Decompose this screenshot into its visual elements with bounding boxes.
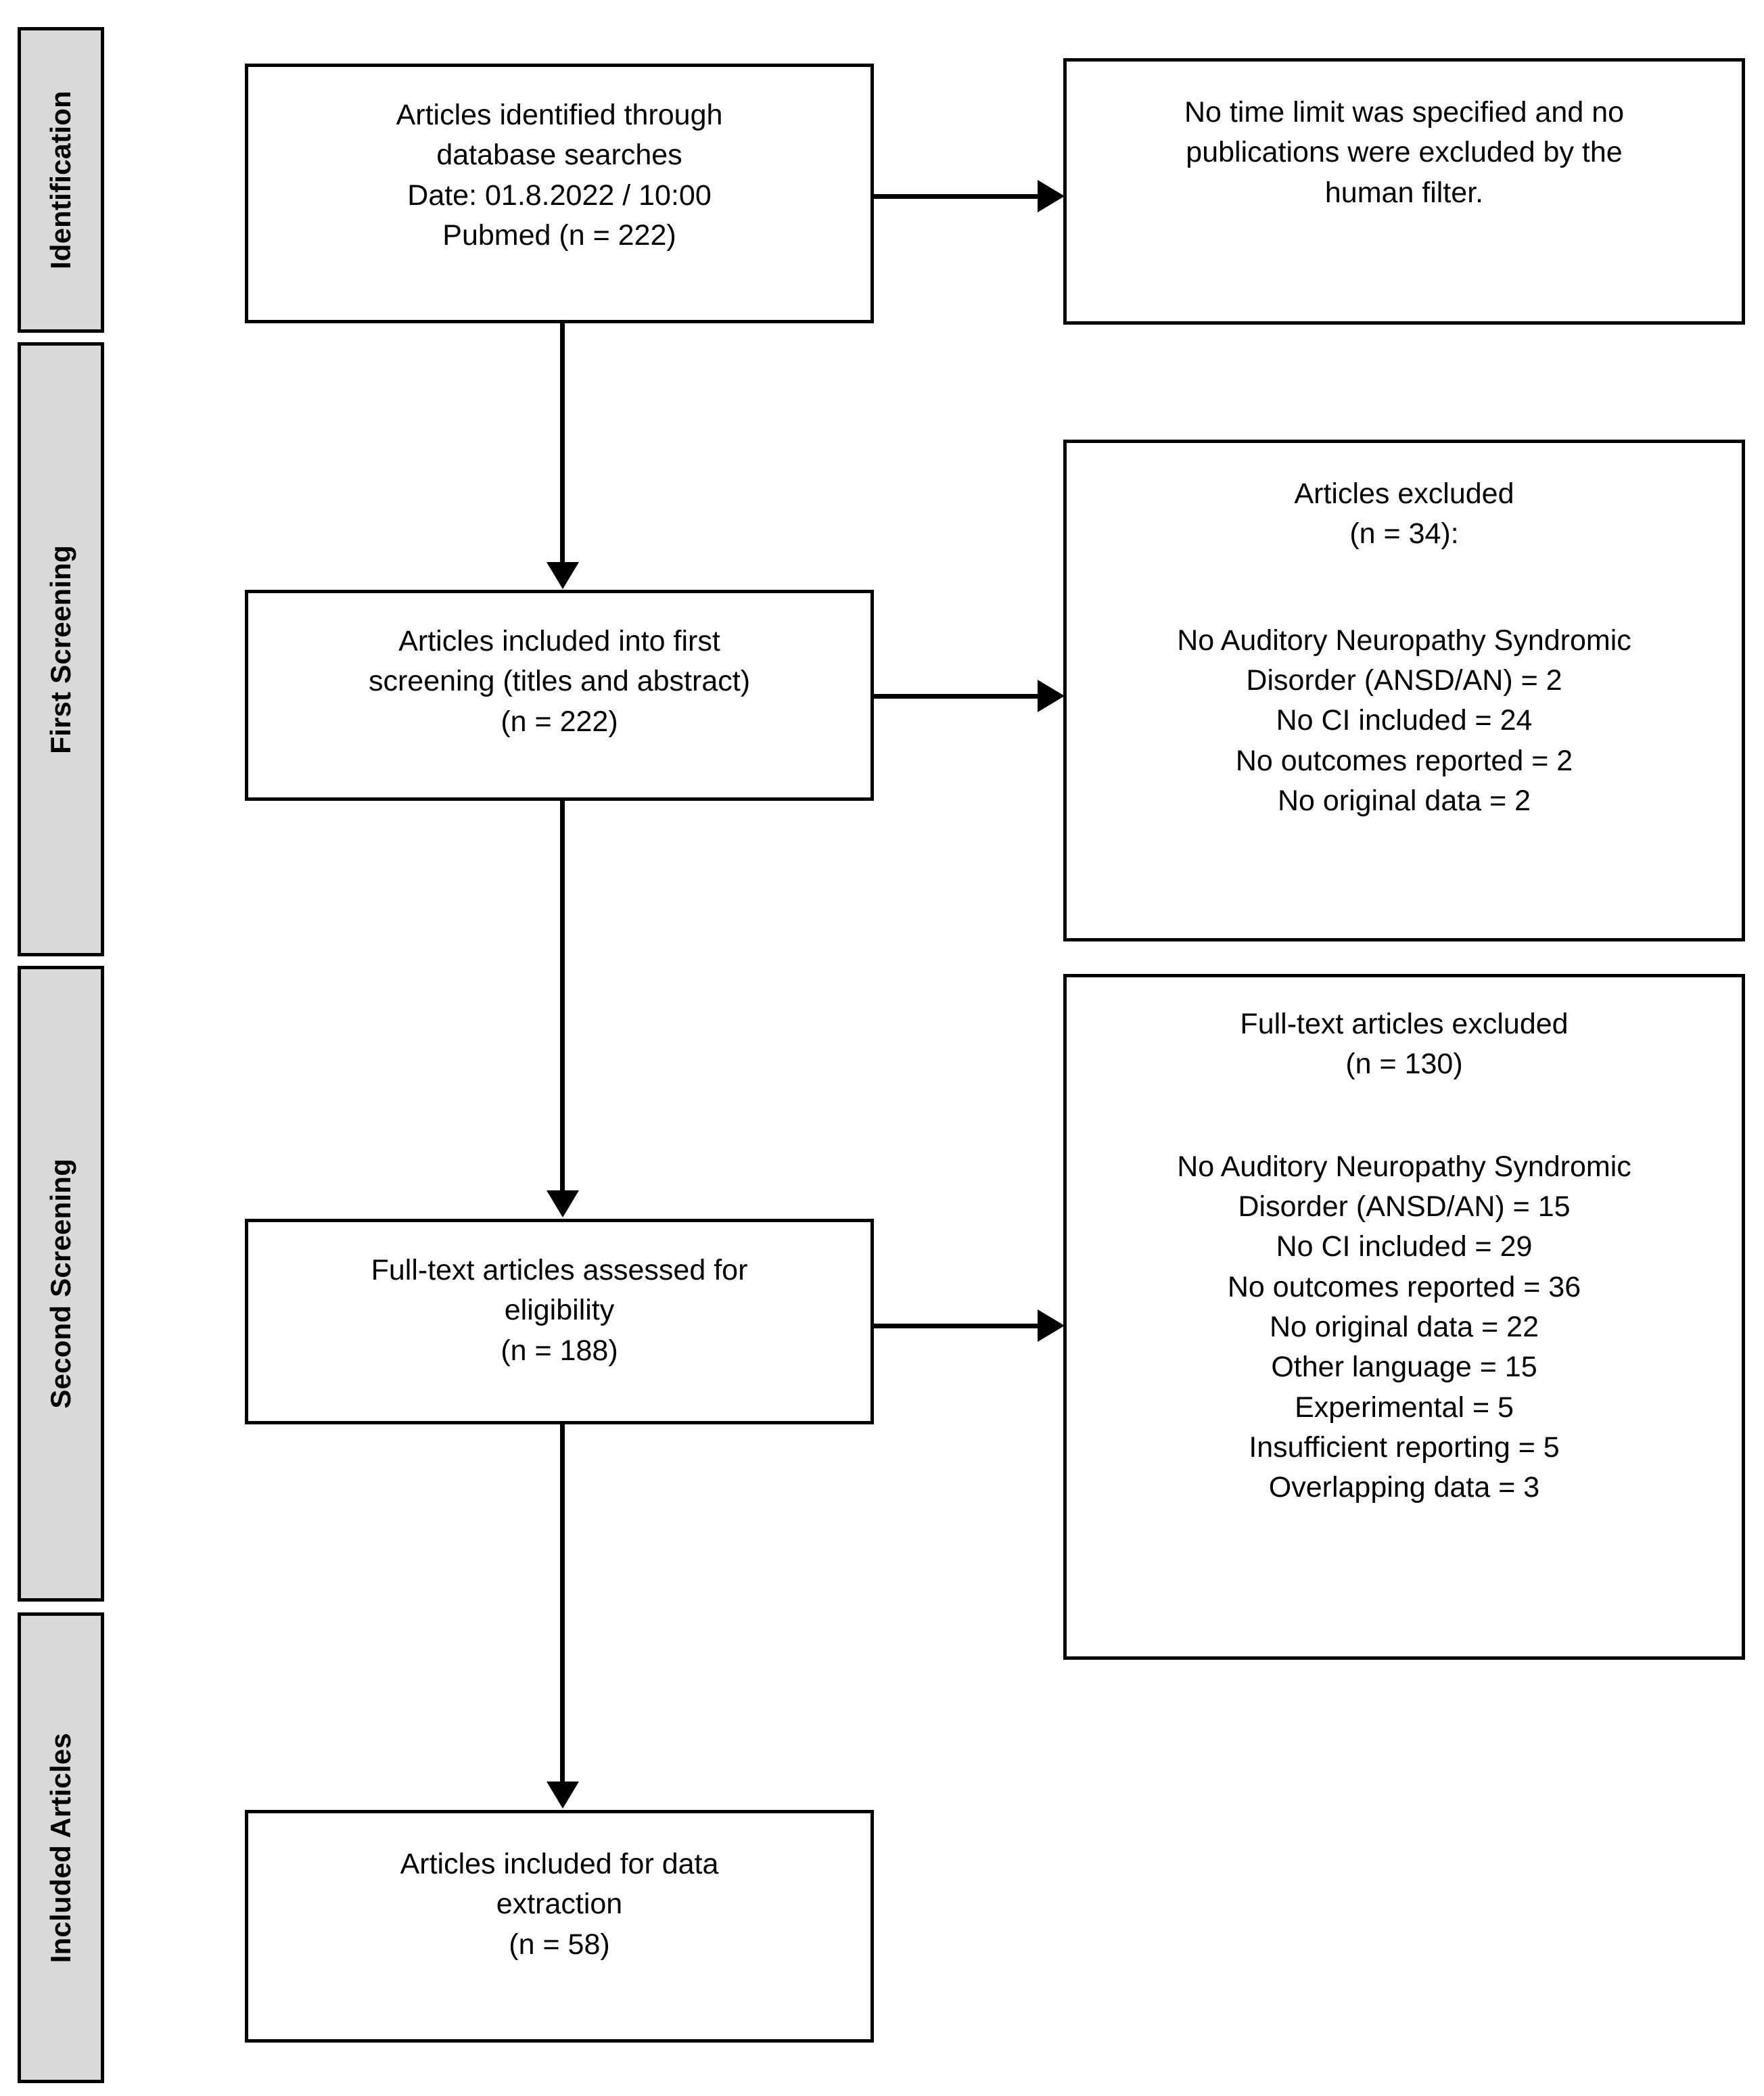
connector-second-screening-to-excluded bbox=[874, 1324, 1038, 1328]
box-articles-included-extraction: Articles included for data extraction (n… bbox=[245, 1810, 874, 2043]
connector-second-screening-to-included bbox=[560, 1424, 565, 1783]
stage-bar-included-articles: Included Articles bbox=[18, 1612, 104, 2083]
box-articles-included-extraction-text: Articles included for data extraction (n… bbox=[400, 1848, 719, 1961]
stage-label-first-screening: First Screening bbox=[45, 544, 76, 754]
box-full-text-assessed-text: Full-text articles assessed for eligibil… bbox=[371, 1254, 748, 1367]
arrowhead-first-screening-to-excluded bbox=[1038, 680, 1065, 712]
box-articles-identified: Articles identified through database sea… bbox=[245, 64, 874, 323]
connector-identified-to-first-screening bbox=[560, 322, 565, 563]
box-spacer bbox=[1067, 555, 1742, 590]
box-full-text-assessed: Full-text articles assessed for eligibil… bbox=[245, 1219, 874, 1424]
stage-label-identification: Identification bbox=[45, 90, 76, 270]
arrowhead-identified-to-note bbox=[1038, 180, 1065, 212]
box-full-text-excluded: Full-text articles excluded (n = 130) No… bbox=[1063, 974, 1745, 1660]
connector-first-screening-to-excluded bbox=[874, 694, 1038, 699]
connector-identified-to-note bbox=[874, 194, 1038, 199]
stage-label-included-articles: Included Articles bbox=[45, 1732, 76, 1963]
stage-label-second-screening: Second Screening bbox=[45, 1159, 76, 1409]
box-articles-excluded-first: Articles excluded (n = 34): No Auditory … bbox=[1063, 440, 1745, 941]
box-spacer bbox=[1067, 1085, 1742, 1120]
box-articles-first-screening-text: Articles included into first screening (… bbox=[368, 625, 751, 738]
box-articles-excluded-first-reasons: No Auditory Neuropathy Syndromic Disorde… bbox=[1177, 624, 1631, 817]
stage-bar-identification: Identification bbox=[18, 27, 104, 333]
arrowhead-second-screening-to-excluded bbox=[1038, 1309, 1065, 1342]
box-time-limit-note-text: No time limit was specified and no publi… bbox=[1184, 96, 1625, 209]
box-time-limit-note: No time limit was specified and no publi… bbox=[1063, 58, 1745, 325]
arrowhead-first-to-second-screening bbox=[547, 1190, 579, 1217]
box-full-text-excluded-reasons: No Auditory Neuropathy Syndromic Disorde… bbox=[1177, 1150, 1631, 1504]
stage-bar-second-screening: Second Screening bbox=[18, 966, 104, 1602]
box-full-text-excluded-header: Full-text articles excluded (n = 130) bbox=[1240, 1008, 1569, 1081]
box-articles-identified-text: Articles identified through database sea… bbox=[396, 99, 723, 252]
arrowhead-identified-to-first-screening bbox=[547, 562, 579, 589]
box-articles-excluded-first-header: Articles excluded (n = 34): bbox=[1294, 478, 1514, 551]
arrowhead-second-screening-to-included bbox=[547, 1781, 579, 1809]
box-articles-first-screening: Articles included into first screening (… bbox=[245, 590, 874, 801]
stage-bar-first-screening: First Screening bbox=[18, 342, 104, 956]
connector-first-to-second-screening bbox=[560, 799, 565, 1192]
